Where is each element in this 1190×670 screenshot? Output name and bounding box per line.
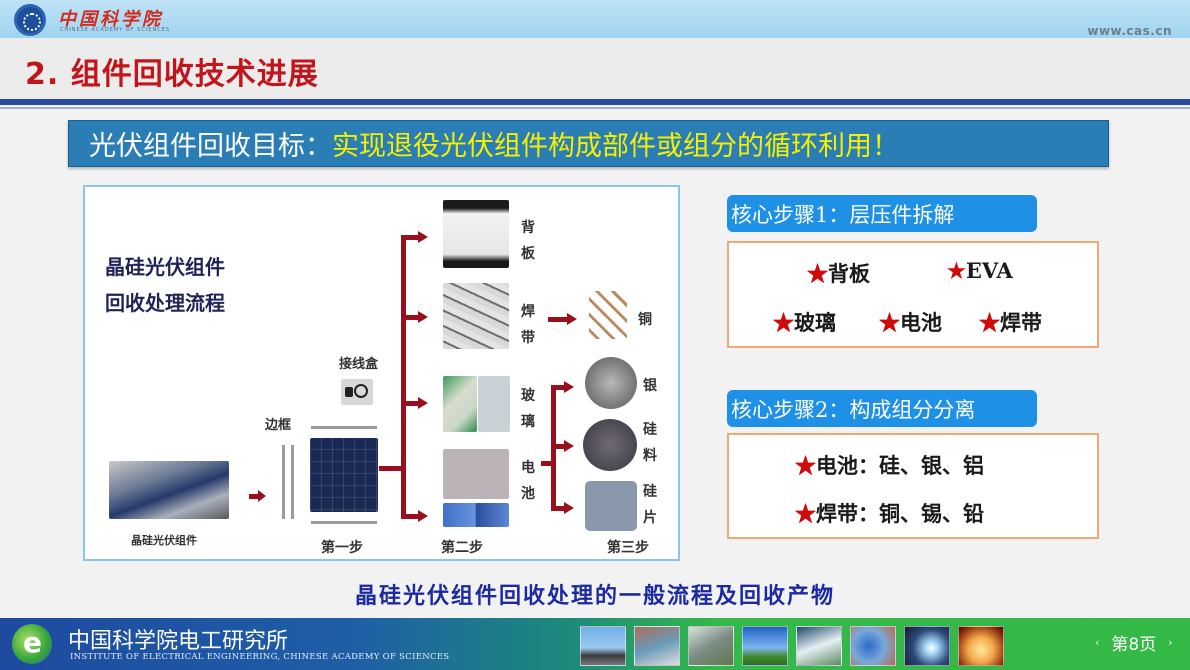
glass-bar-top [311,426,377,429]
silver-photo [585,357,637,409]
cas-logo-icon [14,4,46,36]
backsheet-photo [443,200,509,268]
arrow-right-icon [564,502,574,514]
institute-name-cn: 中国科学院电工研究所 [68,629,289,654]
arrow-right-icon [418,311,428,323]
backsheet-bar [311,521,377,524]
arrow-right-icon [564,440,574,452]
arrow-shaft [541,461,555,466]
frame-bar [291,445,294,519]
frame-bar [282,445,285,519]
star-icon: ★ [795,501,816,526]
arrow-right-icon [418,397,428,409]
recycling-flow-diagram: 晶硅光伏组件 回收处理流程 晶硅光伏组件 边框 接线盒 第一步 第二步 背板 焊… [83,185,680,561]
arrow-right-icon [564,381,574,393]
site-url: www.cas.cn [1087,24,1172,38]
thumbnail-maglev-train [580,626,626,666]
goal-label: 光伏组件回收目标： [89,131,332,162]
step2-label: 第二步 [441,540,483,556]
core-step-1-item: ★背板 [807,261,870,286]
footer-bar: 中国科学院电工研究所 INSTITUTE OF ELECTRICAL ENGIN… [0,618,1190,670]
core-step-1-item: ★电池 [879,310,942,335]
cell-photo-2 [443,503,509,527]
star-icon: ★ [879,310,900,335]
institute-name-en: INSTITUTE OF ELECTRICAL ENGINEERING, CHI… [70,652,450,662]
silver-label: 银 [643,378,657,394]
step3-label: 第三步 [607,540,649,556]
core-step-1-item: ★玻璃 [773,310,836,335]
star-icon: ★ [979,310,1000,335]
flow-title-line2: 回收处理流程 [105,291,225,315]
cell-label: 电池 [521,460,535,502]
ribbon-label: 焊带 [521,304,535,346]
page-indicator: ‹ 第8页 › [1095,630,1173,655]
copper-photo [589,291,627,339]
junction-box-photo [341,379,373,405]
solar-panel-photo [310,438,378,512]
thumbnail-wind-turbines [742,626,788,666]
arrow-right-icon [567,313,577,325]
core-step-2-heading: 核心步骤2：构成组分分离 [727,390,1037,427]
frame-label: 边框 [265,418,292,433]
pv-module-photo [109,461,229,519]
glass-photo-2 [478,376,510,432]
core-step-1-item: ★焊带 [979,310,1042,335]
org-name-cn: 中国科学院 [58,9,163,30]
step1-label: 第一步 [321,540,363,556]
silicon-wafer-label: 硅片 [643,484,657,526]
page-number: 第8页 [1111,635,1157,655]
core-step-2-item: ★焊带：铜、锡、铅 [795,501,984,526]
title-divider [0,99,1190,105]
thumbnail-lab [634,626,680,666]
copper-label: 铜 [638,312,652,328]
backsheet-label: 背板 [521,220,535,262]
title-divider-thin [0,107,1190,109]
institute-logo-icon [12,624,52,664]
figure-caption: 晶硅光伏组件回收处理的一般流程及回收产物 [354,583,835,609]
thumbnail-solar-array [688,626,734,666]
flow-title-line1: 晶硅光伏组件 [105,255,225,279]
glass-label: 玻璃 [521,388,535,430]
star-icon: ★ [795,453,816,478]
core-step-2-item: ★电池：硅、银、铝 [795,453,984,478]
thumbnail-plasma [904,626,950,666]
thumbnail-fire [958,626,1004,666]
branch-trunk [401,235,406,519]
core-step-2-box: ★电池：硅、银、铝 ★焊带：铜、锡、铅 [727,433,1099,539]
goal-value: 实现退役光伏组件构成部件或组分的循环利用！ [332,131,899,162]
star-icon: ★ [947,258,966,283]
cell-photo-1 [443,449,509,499]
arrow-shaft [548,317,568,322]
slide-title: 2. 组件回收技术进展 [25,57,319,92]
junction-box-label: 接线盒 [339,357,379,372]
arrow-shaft [379,466,403,471]
pv-module-label: 晶硅光伏组件 [131,534,197,547]
silicon-wafer-photo [585,481,637,531]
glass-photo-1 [443,376,477,432]
arrow-right-icon [258,490,266,502]
header-bar: 中国科学院 CHINESE ACADEMY OF SCIENCES www.ca… [0,0,1190,38]
star-icon: ★ [773,310,794,335]
core-step-1-heading: 核心步骤1：层压件拆解 [727,195,1037,232]
prev-page-icon[interactable]: ‹ [1095,636,1100,649]
next-page-icon[interactable]: › [1168,636,1173,649]
star-icon: ★ [807,261,828,286]
thumbnail-dish [850,626,896,666]
silicon-material-label: 硅料 [643,422,657,464]
org-name-en: CHINESE ACADEMY OF SCIENCES [60,27,171,33]
silicon-material-photo [583,419,637,471]
goal-banner: 光伏组件回收目标： 实现退役光伏组件构成部件或组分的循环利用！ [68,120,1109,167]
arrow-shaft [249,494,259,499]
core-step-1-item: ★EVA [947,258,1013,283]
thumbnail-hydro-dam [796,626,842,666]
arrow-right-icon [418,510,428,522]
arrow-right-icon [418,231,428,243]
title-bar [0,38,1190,100]
core-step-1-box: ★背板 ★EVA ★玻璃 ★电池 ★焊带 [727,241,1099,348]
ribbon-photo [443,283,509,349]
